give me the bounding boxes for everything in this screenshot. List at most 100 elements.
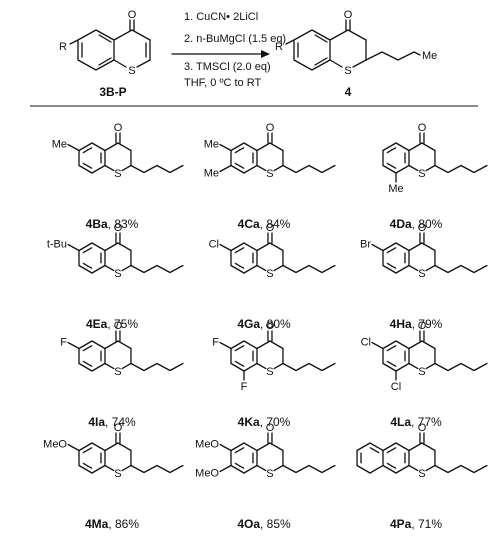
oxygen-atom: O xyxy=(114,320,123,332)
sulfur-atom: S xyxy=(418,168,425,180)
sulfur-atom: S xyxy=(418,366,425,378)
compound-caption: 4La, 77% xyxy=(390,415,442,429)
product-chain-methyl: Me xyxy=(422,50,437,62)
oxygen-atom: O xyxy=(266,222,275,234)
oxygen-atom: O xyxy=(418,122,427,134)
compound-caption: 4Ma, 86% xyxy=(85,517,139,531)
compound-id: 4La xyxy=(390,415,411,429)
substituent-label: t-Bu xyxy=(47,239,67,251)
sulfur-atom: S xyxy=(266,366,273,378)
compound-yield: , 70% xyxy=(260,415,291,429)
product-r-group: R xyxy=(275,41,283,53)
compound-id: 4Ea xyxy=(86,317,108,331)
condition-step-3: 3. TMSCl (2.0 eq) xyxy=(184,61,271,73)
compound-4Ha: S O Br 4Ha, 79% xyxy=(360,222,488,331)
sm-label: 3B-P xyxy=(99,85,126,99)
sulfur-atom: S xyxy=(114,468,121,480)
compound-caption: 4Ia, 74% xyxy=(88,415,136,429)
sm-oxygen: O xyxy=(128,9,137,21)
compound-id: 4Ca xyxy=(238,217,260,231)
compound-yield: , 80% xyxy=(260,317,291,331)
compound-caption: 4Oa, 85% xyxy=(237,517,291,531)
oxygen-atom: O xyxy=(114,422,123,434)
compound-caption: 4Ba, 83% xyxy=(86,217,139,231)
substituent-label: Me xyxy=(204,168,219,180)
sulfur-atom: S xyxy=(114,168,121,180)
compound-4Ka: S O F F 4Ka, 70% xyxy=(212,320,336,429)
compound-id: 4Pa xyxy=(390,517,412,531)
oxygen-atom: O xyxy=(418,222,427,234)
substituent-label: MeO xyxy=(195,439,219,451)
compound-4Ba: S O Me 4Ba, 83% xyxy=(52,122,184,231)
condition-step-1: 1. CuCN• 2LiCl xyxy=(184,11,258,23)
substituent-label: MeO xyxy=(195,468,219,480)
substituent-label: Me xyxy=(204,139,219,151)
compound-4Ea: S Ot-Bu 4Ea, 75% xyxy=(47,222,184,331)
product-4: O S R Me 4 xyxy=(275,9,437,99)
product-oxygen: O xyxy=(344,9,353,21)
compound-yield: , 85% xyxy=(260,517,291,531)
compound-id: 4Ia xyxy=(88,415,105,429)
substituent-label: F xyxy=(212,337,219,349)
compound-yield: , 86% xyxy=(108,517,139,531)
compound-id: 4Ha xyxy=(390,317,412,331)
compound-id: 4Ba xyxy=(86,217,108,231)
substituent-label: Cl xyxy=(209,239,219,251)
compound-4Pa: S O 4Pa, 71% xyxy=(356,422,488,531)
substituent-label: Me xyxy=(388,183,403,195)
compound-4Ia: S O F 4Ia, 74% xyxy=(60,320,184,429)
compound-yield: , 83% xyxy=(108,217,139,231)
oxygen-atom: O xyxy=(266,320,275,332)
sulfur-atom: S xyxy=(418,468,425,480)
product-label: 4 xyxy=(345,85,352,99)
compound-yield: , 75% xyxy=(107,317,138,331)
compound-yield: , 71% xyxy=(411,517,442,531)
compound-id: 4Da xyxy=(390,217,412,231)
substituent-label: Me xyxy=(52,139,67,151)
product-bonds xyxy=(285,19,421,71)
sulfur-atom: S xyxy=(418,268,425,280)
sulfur-atom: S xyxy=(266,268,273,280)
compound-yield: , 84% xyxy=(260,217,291,231)
oxygen-atom: O xyxy=(418,422,427,434)
compound-caption: 4Ca, 84% xyxy=(238,217,291,231)
product-sulfur: S xyxy=(344,65,351,77)
sm-bonds xyxy=(69,19,151,71)
reaction-arrow xyxy=(171,50,270,58)
compound-id: 4Ga xyxy=(237,317,260,331)
substituent-label: Cl xyxy=(391,381,401,393)
sulfur-atom: S xyxy=(266,468,273,480)
compound-id: 4Oa xyxy=(237,517,260,531)
compound-yield: , 79% xyxy=(412,317,443,331)
starting-material-3B-P: O S R 3B-P xyxy=(59,9,151,99)
sulfur-atom: S xyxy=(114,268,121,280)
compound-caption: 4Ga, 80% xyxy=(237,317,291,331)
compound-yield: , 74% xyxy=(105,415,136,429)
compound-4Ga: S O Cl 4Ga, 80% xyxy=(209,222,336,331)
oxygen-atom: O xyxy=(418,320,427,332)
compound-caption: 4Ha, 79% xyxy=(390,317,443,331)
compound-4Ma: S O MeO 4Ma, 86% xyxy=(43,422,184,531)
oxygen-atom: O xyxy=(266,122,275,134)
sm-r-group: R xyxy=(59,41,67,53)
compound-caption: 4Pa, 71% xyxy=(390,517,442,531)
compound-yield: , 77% xyxy=(411,415,442,429)
substituent-label: F xyxy=(241,381,248,393)
condition-solvent-temp: THF, 0 ºC to RT xyxy=(184,77,261,89)
substituent-label: Br xyxy=(360,239,371,251)
substituent-label: MeO xyxy=(43,439,67,451)
substituent-label: F xyxy=(60,337,67,349)
sulfur-atom: S xyxy=(114,366,121,378)
oxygen-atom: O xyxy=(114,222,123,234)
compound-caption: 4Ea, 75% xyxy=(86,317,138,331)
compound-id: 4Ma xyxy=(85,517,109,531)
compound-caption: 4Ka, 70% xyxy=(238,415,291,429)
substituent-label: Cl xyxy=(361,337,371,349)
reaction-conditions: 1. CuCN• 2LiCl 2. n-BuMgCl (1.5 eq) 3. T… xyxy=(184,11,286,89)
oxygen-atom: O xyxy=(114,122,123,134)
